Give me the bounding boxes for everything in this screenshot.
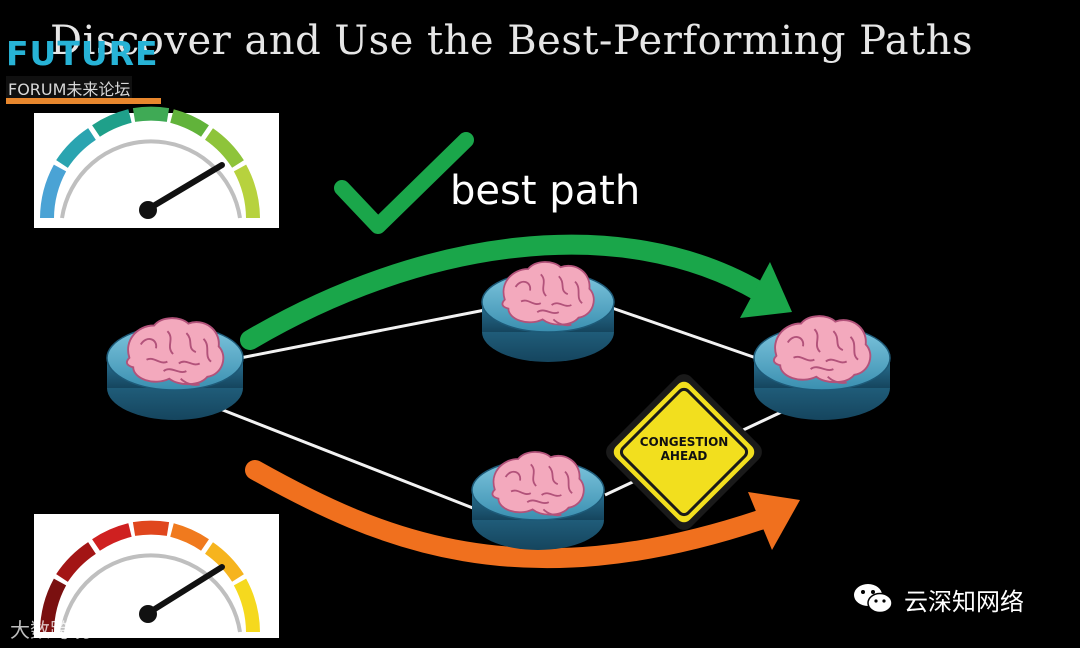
logo-bar xyxy=(6,98,161,104)
wechat-icon xyxy=(854,584,893,614)
sign-text-line2: AHEAD xyxy=(661,449,708,463)
check-icon xyxy=(334,132,474,234)
router-source xyxy=(106,317,244,420)
logo: FUTURE FORUM未来论坛 xyxy=(6,34,166,122)
best-path-label: best path xyxy=(450,168,641,214)
best-path-arrow xyxy=(240,234,792,350)
link-top-destination xyxy=(611,306,763,362)
congested-path-arrow xyxy=(245,460,800,569)
congestion-sign: CONGESTION AHEAD xyxy=(606,374,762,530)
logo-subtitle: FORUM未来论坛 xyxy=(6,76,133,100)
speed-gauge-fast xyxy=(34,106,279,228)
link-source-top xyxy=(239,308,486,360)
logo-name: FUTURE xyxy=(6,34,159,73)
slide-title: Discover and Use the Best-Performing Pat… xyxy=(50,18,973,64)
router-destination xyxy=(753,315,891,420)
sign-text-line1: CONGESTION xyxy=(640,435,729,449)
watermark-wechat: 云深知网络 xyxy=(852,581,1024,617)
router-top xyxy=(481,261,615,362)
watermark-left-text: 大数跨境 xyxy=(10,618,90,642)
speed-gauge-slow xyxy=(34,514,279,638)
watermark-right-text: 云深知网络 xyxy=(904,587,1024,616)
router-bottom xyxy=(471,451,605,550)
link-source-bottom xyxy=(209,403,479,512)
